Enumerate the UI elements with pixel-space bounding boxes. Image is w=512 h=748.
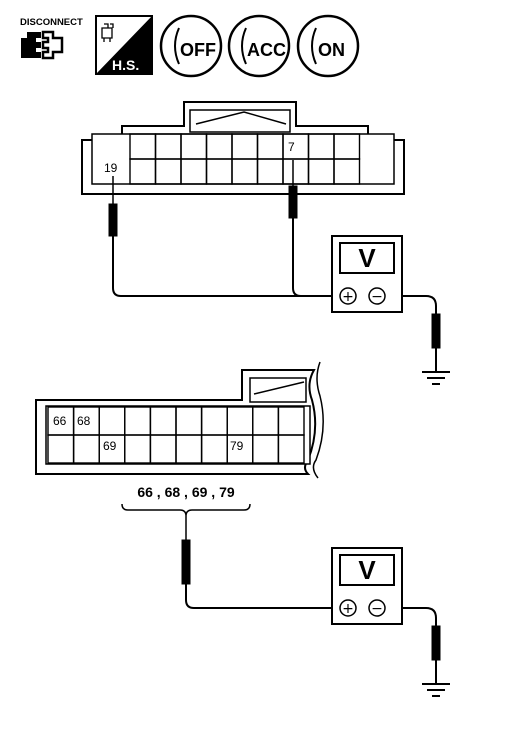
hs-label: H.S. — [112, 57, 139, 73]
ignition-on-label: ON — [318, 40, 345, 60]
disconnect-label: DISCONNECT — [20, 17, 83, 28]
bottom-pin-79-label: 79 — [230, 439, 244, 453]
pin-group-brace — [121, 503, 251, 517]
plus-terminal-icon — [339, 287, 357, 305]
minus-terminal-label: − — [371, 601, 383, 617]
bottom-pin-68-label: 68 — [77, 414, 91, 428]
ignition-acc-label: ACC — [247, 40, 286, 60]
bottom-pin-66-label: 66 — [53, 414, 67, 428]
pin-group-label: 66 , 68 , 69 , 79 — [137, 484, 235, 500]
top-pin-19-label: 19 — [104, 161, 118, 175]
ground-icon — [422, 683, 450, 697]
disconnect-icon: DISCONNECT — [20, 17, 83, 60]
minus-terminal-icon — [368, 599, 386, 617]
minus-terminal-icon — [368, 287, 386, 305]
top-probe-wiring — [108, 160, 441, 372]
plus-terminal-label: + — [342, 601, 354, 617]
voltmeter-bottom: V + − — [331, 547, 403, 625]
bottom-pin-69-label: 69 — [103, 439, 117, 453]
plus-terminal-icon — [339, 599, 357, 617]
bottom-connector: 66 68 69 79 — [35, 361, 324, 479]
bottom-probe-wiring — [181, 516, 441, 684]
connector-cavity — [333, 158, 361, 185]
hs-icon: H.S. — [95, 15, 153, 75]
top-connector: 19 7 — [81, 101, 405, 195]
ignition-off-label: OFF — [180, 40, 216, 60]
voltmeter-symbol: V — [358, 555, 376, 585]
voltmeter-top: V + − — [331, 235, 403, 313]
ignition-acc-icon: ACC — [227, 14, 291, 78]
ignition-on-icon: ON — [296, 14, 360, 78]
ignition-off-icon: OFF — [159, 14, 223, 78]
connector-cavity — [277, 434, 305, 464]
top-pin-7-label: 7 — [288, 140, 295, 154]
minus-terminal-label: − — [371, 289, 383, 305]
ground-icon — [422, 371, 450, 385]
voltmeter-symbol: V — [358, 243, 376, 273]
plus-terminal-label: + — [342, 289, 354, 305]
